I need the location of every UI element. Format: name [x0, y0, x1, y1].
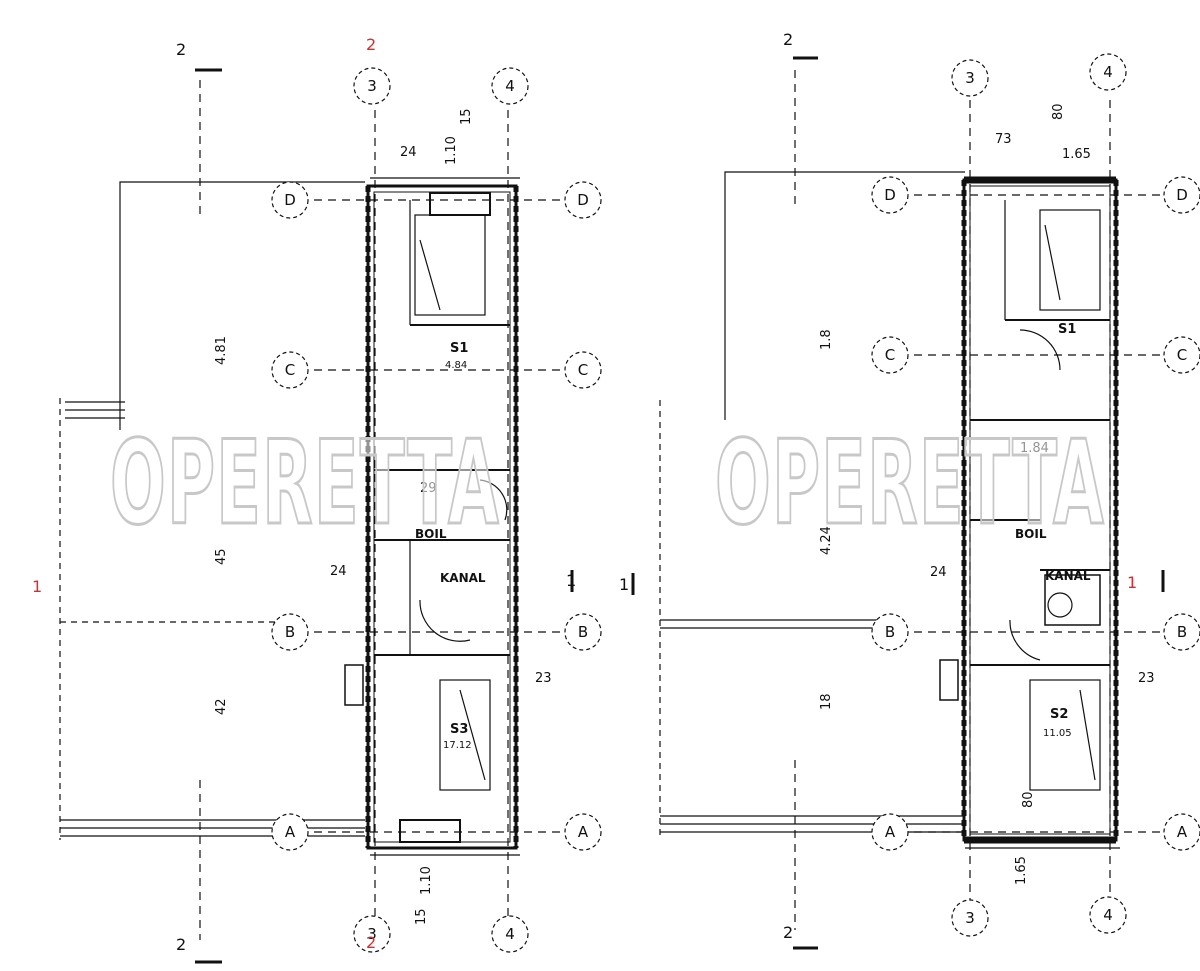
rdim-left-2: 4.24 — [819, 526, 834, 555]
section-mark-left-red: 1 — [32, 577, 42, 596]
left-section-marks: 2 2 2 2 1 1 — [32, 35, 576, 964]
left-dimensions: 24 1.10 15 4.81 45 42 24 29 23 1.10 15 — [214, 108, 552, 925]
right-axis-B-left: B — [885, 623, 895, 641]
right-axis-D-right: D — [1176, 186, 1188, 204]
dim-mid-2: 29 — [420, 481, 437, 496]
room-upper-area: 4.84 — [445, 360, 467, 371]
section-mark-bottom-red: 2 — [366, 933, 376, 952]
section-mark-top-red: 2 — [366, 35, 376, 54]
rroom-mid-2: KANAL — [1045, 569, 1091, 583]
dim-top-1: 24 — [400, 145, 417, 160]
right-axis-A-left: A — [885, 823, 896, 841]
room-upper-code: S1 — [450, 341, 468, 356]
rdim-bottom-1: 80 — [1021, 791, 1036, 808]
rdim-bottom-2: 1.65 — [1014, 856, 1029, 885]
right-axis-C-left: C — [885, 346, 895, 364]
right-section-bottom-left: 2 — [783, 923, 793, 942]
right-axis-D-left: D — [884, 186, 896, 204]
left-axis-4-bottom: 4 — [505, 925, 515, 943]
left-axis-B-left: B — [285, 623, 295, 641]
left-axis-4-top: 4 — [505, 77, 515, 95]
right-axis-A-right: A — [1177, 823, 1188, 841]
dim-left-2: 45 — [214, 548, 229, 565]
watermark-right: OPERETTA — [715, 416, 1105, 551]
section-mark-right: 1 — [566, 571, 576, 590]
right-axis-4-bottom: 4 — [1103, 906, 1113, 924]
section-mark-bottom-left: 2 — [176, 935, 186, 954]
rroom-lower-area: 11.05 — [1043, 728, 1072, 739]
section-mark-top-left: 2 — [176, 40, 186, 59]
left-axis-C-right: C — [578, 361, 588, 379]
dim-bottom-1: 1.10 — [419, 866, 434, 895]
right-axis-C-right: C — [1177, 346, 1187, 364]
right-section-top-left: 2 — [783, 30, 793, 49]
dim-bottom-2: 15 — [414, 908, 429, 925]
right-axis-3-top: 3 — [965, 69, 975, 87]
right-axis-4-top: 4 — [1103, 63, 1113, 81]
right-dimensions: 73 1.65 80 1.8 4.24 18 24 1.84 23 80 1.6… — [819, 103, 1155, 885]
rdim-mid-2: 1.84 — [1020, 441, 1049, 456]
right-section-left: 1 — [619, 575, 629, 594]
dim-left-1: 4.81 — [214, 336, 229, 365]
rdim-top-2: 1.65 — [1062, 147, 1091, 162]
dim-mid-1: 24 — [330, 564, 347, 579]
right-grid-bubbles — [871, 53, 1200, 937]
left-grid-labels: 3 4 3 4 D D C C B B A A — [284, 77, 589, 943]
left-axis-D-left: D — [284, 191, 296, 209]
dim-left-3: 42 — [214, 698, 229, 715]
left-plan — [59, 80, 580, 940]
dim-top-3: 15 — [459, 108, 474, 125]
left-axis-A-right: A — [578, 823, 589, 841]
right-plan — [659, 70, 1180, 930]
right-section-right-red: 1 — [1127, 573, 1137, 592]
left-grid-bubbles — [271, 67, 602, 953]
rroom-upper-code: S1 — [1058, 322, 1076, 337]
rdim-mid-1: 24 — [930, 565, 947, 580]
rdim-left-3: 18 — [819, 693, 834, 710]
watermarks: OPERETTA OPERETTA — [109, 415, 1105, 553]
rroom-lower-code: S2 — [1050, 707, 1068, 722]
room-lower-code: S3 — [450, 722, 468, 737]
rdim-top-3: 80 — [1051, 103, 1066, 120]
left-axis-3-top: 3 — [367, 77, 377, 95]
dim-right-1: 23 — [535, 671, 552, 686]
right-grid-labels: 3 4 3 4 D D C C B B A A — [884, 63, 1188, 927]
rroom-mid-1: BOIL — [1015, 527, 1047, 541]
room-lower-area: 17.12 — [443, 740, 472, 751]
watermark-left: OPERETTA — [110, 416, 500, 551]
left-axis-D-right: D — [577, 191, 589, 209]
left-axis-A-left: A — [285, 823, 296, 841]
right-axis-B-right: B — [1177, 623, 1187, 641]
room-mid-1: BOIL — [415, 527, 447, 541]
left-axis-3-bottom: 3 — [367, 925, 377, 943]
right-section-marks: 2 2 1 1 — [619, 30, 1165, 950]
rdim-left-1: 1.8 — [819, 329, 834, 350]
rdim-top-1: 73 — [995, 132, 1012, 147]
room-mid-2: KANAL — [440, 571, 486, 585]
left-axis-B-right: B — [578, 623, 588, 641]
rdim-right-1: 23 — [1138, 671, 1155, 686]
right-axis-3-bottom: 3 — [965, 909, 975, 927]
left-axis-C-left: C — [285, 361, 295, 379]
right-room-labels: S1 BOIL KANAL S2 11.05 — [1015, 322, 1091, 739]
left-room-labels: S1 4.84 BOIL KANAL S3 17.12 — [415, 341, 486, 751]
dim-top-2: 1.10 — [444, 136, 459, 165]
